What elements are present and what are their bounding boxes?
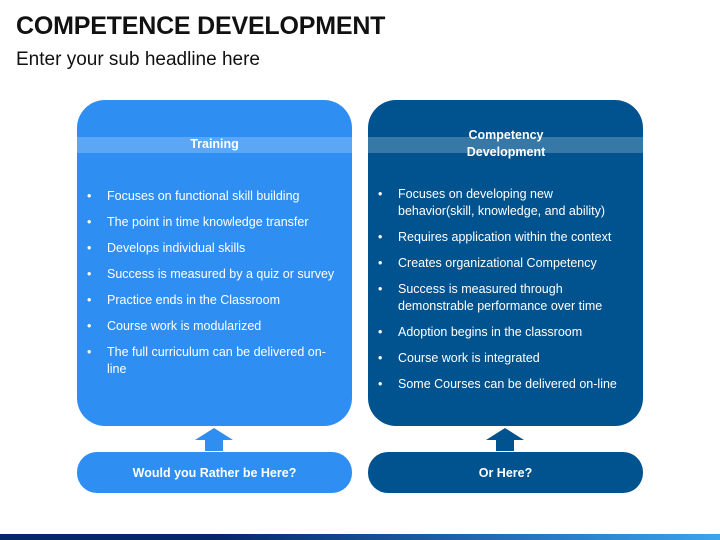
list-item-text: The full curriculum can be delivered on-…: [107, 345, 326, 376]
training-list: • Focuses on functional skill building • T…: [85, 188, 338, 387]
training-card: Training • Focuses on functional skill bu…: [77, 100, 352, 426]
header-band: [368, 137, 643, 153]
bullet-icon: •: [87, 345, 92, 359]
list-item-text: Creates organizational Competency: [398, 256, 597, 270]
list-item-text: Focuses on developing new behavior(skill…: [398, 187, 606, 218]
list-item-text: Success is measured through demonstrable…: [398, 282, 603, 313]
bullet-icon: •: [87, 267, 92, 281]
list-item: • Develops individual skills: [85, 240, 338, 257]
list-item: • Practice ends in the Classroom: [85, 292, 338, 309]
training-title: Training: [190, 136, 239, 151]
list-item-text: Requires application within the context: [398, 230, 612, 244]
header-band: [77, 137, 352, 153]
page-title: COMPETENCE DEVELOPMENT: [16, 12, 386, 40]
or-here-button[interactable]: Or Here?: [368, 452, 643, 493]
up-arrow-icon: [486, 428, 524, 451]
bullet-icon: •: [378, 282, 383, 296]
page-subtitle: Enter your sub headline here: [16, 49, 260, 70]
list-item: • Course work is modularized: [85, 318, 338, 335]
rather-be-here-button[interactable]: Would you Rather be Here?: [77, 452, 352, 493]
list-item: • Success is measured by a quiz or survey: [85, 266, 338, 283]
list-item-text: The point in time knowledge transfer: [107, 215, 309, 229]
list-item-text: Adoption begins in the classroom: [398, 325, 583, 339]
bullet-icon: •: [87, 189, 92, 203]
bullet-icon: •: [87, 293, 92, 307]
list-item-text: Some Courses can be delivered on-line: [398, 377, 617, 391]
list-item: • Some Courses can be delivered on-line: [376, 376, 629, 393]
competency-card: Competency Development • Focuses on devel…: [368, 100, 643, 426]
bullet-icon: •: [87, 215, 92, 229]
list-item-text: Success is measured by a quiz or survey: [107, 267, 335, 281]
list-item: • The point in time knowledge transfer: [85, 214, 338, 231]
arrow-shape: [486, 428, 524, 451]
list-item: • Success is measured through demonstrabl…: [376, 281, 629, 315]
list-item-text: Course work is modularized: [107, 319, 262, 333]
list-item-text: Course work is integrated: [398, 351, 540, 365]
bullet-icon: •: [378, 351, 383, 365]
bullet-icon: •: [378, 325, 383, 339]
list-item-text: Focuses on functional skill building: [107, 189, 300, 203]
arrow-shape: [195, 428, 233, 451]
competency-title: Competency Development: [466, 128, 546, 159]
bullet-icon: •: [378, 230, 383, 244]
footer-bar: [0, 534, 720, 540]
list-item: • Requires application within the context: [376, 229, 629, 246]
list-item: • The full curriculum can be delivered on…: [85, 344, 338, 378]
bullet-icon: •: [87, 319, 92, 333]
bullet-icon: •: [378, 377, 383, 391]
list-item-text: Practice ends in the Classroom: [107, 293, 280, 307]
list-item-text: Develops individual skills: [107, 241, 246, 255]
list-item: • Focuses on developing new behavior(skil…: [376, 186, 629, 220]
list-item: • Creates organizational Competency: [376, 255, 629, 272]
bullet-icon: •: [378, 256, 383, 270]
list-item: • Course work is integrated: [376, 350, 629, 367]
bullet-icon: •: [378, 187, 383, 201]
list-item: • Adoption begins in the classroom: [376, 324, 629, 341]
up-arrow-icon: [195, 428, 233, 451]
bullet-icon: •: [87, 241, 92, 255]
list-item: • Focuses on functional skill building: [85, 188, 338, 205]
competency-list: • Focuses on developing new behavior(skil…: [376, 186, 629, 402]
